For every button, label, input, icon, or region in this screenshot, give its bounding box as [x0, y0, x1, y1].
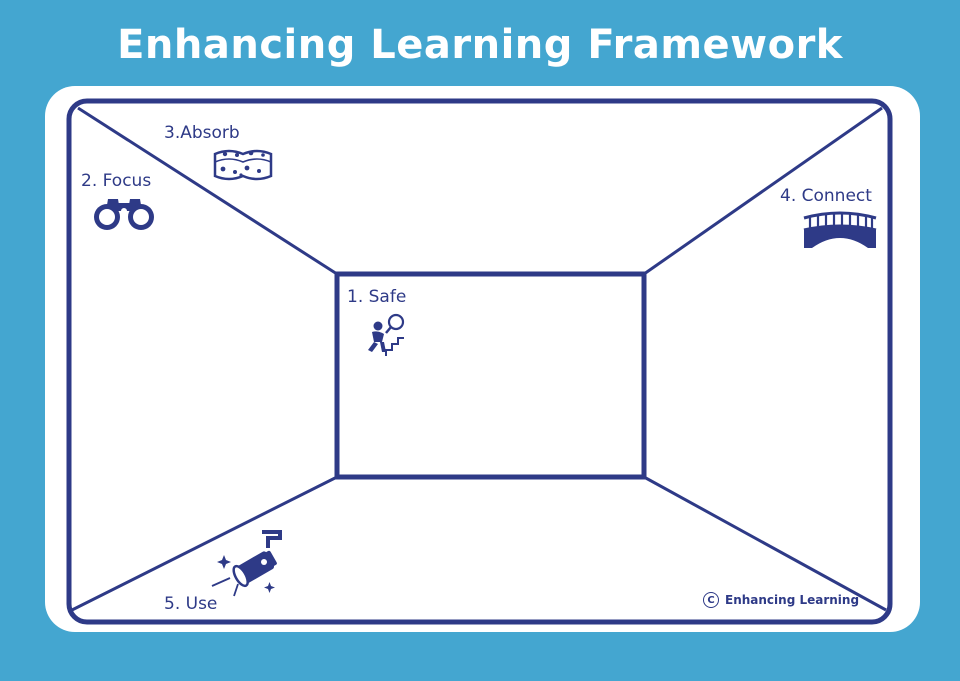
label-focus: 2. Focus [81, 171, 152, 191]
inner-frame [334, 271, 647, 480]
label-safe: 1. Safe [347, 287, 407, 307]
copyright-icon: C [703, 592, 719, 608]
spotlight-icon [211, 530, 282, 597]
diagonal-top-left [77, 106, 338, 276]
diagonal-top-right [643, 106, 883, 276]
outer-frame [66, 98, 893, 625]
binoculars-icon [94, 199, 154, 230]
framework-card [45, 86, 920, 632]
label-absorb: 3.Absorb [164, 123, 240, 143]
bridge-icon [803, 211, 877, 248]
label-use: 5. Use [164, 594, 218, 614]
brand-footer: C Enhancing Learning [703, 592, 859, 608]
diagonal-bottom-right [643, 475, 887, 612]
brand-name: Enhancing Learning [725, 593, 860, 607]
person-climbing-stairs-icon [368, 313, 405, 356]
diagonal-bottom-left [71, 475, 338, 612]
sponge-icon [213, 149, 273, 181]
page-title: Enhancing Learning Framework [117, 22, 843, 68]
label-connect: 4. Connect [780, 186, 872, 206]
